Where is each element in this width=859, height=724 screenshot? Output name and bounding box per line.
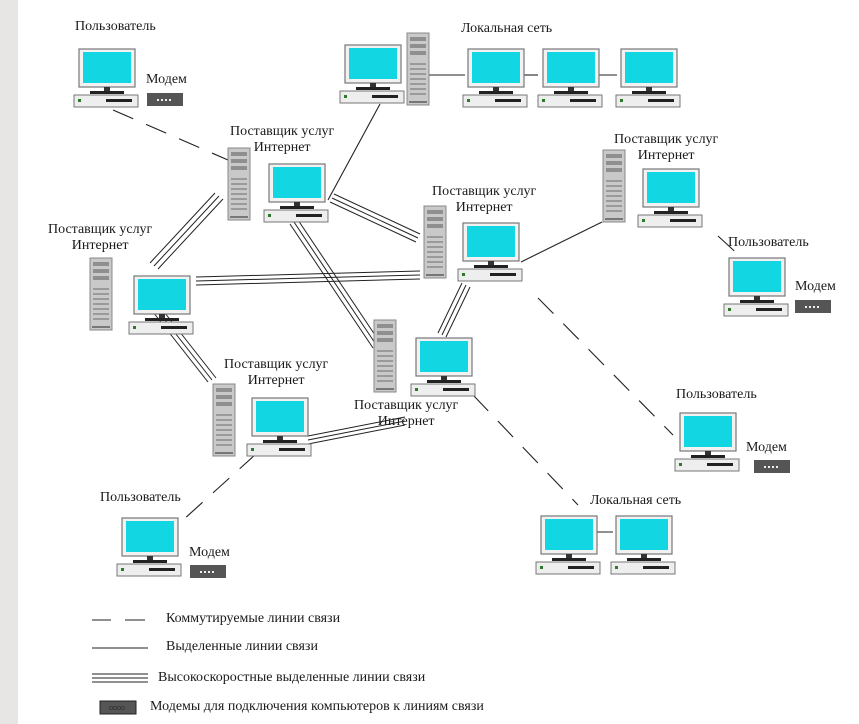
lan-computer: [462, 48, 528, 108]
server-tower: [423, 205, 447, 279]
user-computer: [73, 48, 139, 108]
network-nodes: [73, 32, 831, 578]
legend-highspeed-label: Высокоскоростные выделенные линии связи: [158, 670, 426, 685]
legend-highspeed-symbol: [92, 673, 148, 683]
isp-computer: [128, 275, 194, 335]
isp-label-line2: Интернет: [637, 148, 695, 163]
isp-computer: [246, 397, 312, 457]
server-tower: [212, 383, 236, 457]
isp-label-line2: Интернет: [377, 414, 435, 429]
user-label: Пользователь: [676, 387, 757, 402]
isp-label-line1: Поставщик услуг: [48, 222, 153, 237]
isp-label-line2: Интернет: [455, 200, 513, 215]
lan-computer: [610, 515, 676, 575]
user-computer: [674, 412, 740, 472]
lan-label: Локальная сеть: [461, 21, 553, 36]
isp-label-line1: Поставщик услуг: [432, 184, 537, 199]
isp-label: Поставщик услуг Интернет: [224, 357, 328, 389]
legend-dedicated-label: Выделенные линии связи: [166, 639, 318, 654]
legend-modem-symbol: [99, 700, 137, 715]
server-tower: [227, 147, 251, 221]
modem-label: Модем: [146, 72, 187, 87]
connection-lines: [112, 74, 754, 533]
highspeed-line: [329, 193, 421, 243]
modem-label: Модем: [746, 440, 787, 455]
isp-computer: [263, 163, 329, 223]
dial-line: [112, 109, 229, 161]
legend-modems-label: Модемы для подключения компьютеров к лин…: [150, 699, 484, 714]
diagram-canvas: [73, 32, 831, 715]
highspeed-line: [437, 282, 471, 338]
user-label: Пользователь: [728, 235, 809, 250]
isp-label-line2: Интернет: [247, 373, 305, 388]
modem-icon: [147, 93, 183, 106]
highspeed-line: [307, 416, 406, 445]
lan-computer: [537, 48, 603, 108]
isp-computer: [637, 168, 703, 228]
isp-computer: [410, 337, 476, 397]
isp-label-line1: Поставщик услуг: [354, 398, 459, 413]
legend-symbols: [92, 619, 148, 715]
network-diagram: Пользователь Модем Локальная сеть Постав…: [18, 0, 859, 724]
isp-label-line2: Интернет: [253, 140, 311, 155]
modem-label: Модем: [189, 545, 230, 560]
isp-label: Поставщик услуг Интернет: [230, 124, 334, 156]
isp-label-line1: Поставщик услуг: [224, 357, 329, 372]
dial-line: [537, 297, 674, 436]
lan-computer: [535, 515, 601, 575]
isp-label: Поставщик услуг Интернет: [354, 398, 458, 430]
modem-icon: [190, 565, 226, 578]
isp-label-line1: Поставщик услуг: [614, 132, 719, 147]
lan-computer: [339, 44, 405, 104]
modem-icon: [754, 460, 790, 473]
dial-line: [182, 453, 257, 521]
user-computer: [723, 257, 789, 317]
modem-icon: [795, 300, 831, 313]
highspeed-line: [289, 219, 382, 349]
dial-line: [472, 394, 579, 506]
isp-computer: [457, 222, 523, 282]
user-label: Пользователь: [100, 490, 181, 505]
legend-dial-label: Коммутируемые линии связи: [166, 611, 341, 626]
isp-label: Поставщик услуг Интернет: [432, 184, 536, 216]
server-tower: [406, 32, 430, 106]
isp-label-line2: Интернет: [71, 238, 129, 253]
lan-label: Локальная сеть: [590, 493, 682, 508]
dedicated-line: [327, 103, 381, 201]
highspeed-line: [195, 270, 421, 286]
user-label: Пользователь: [75, 19, 156, 34]
server-tower: [373, 319, 397, 393]
highspeed-line: [149, 192, 224, 270]
server-tower: [89, 257, 113, 331]
user-computer: [116, 517, 182, 577]
isp-label: Поставщик услуг Интернет: [48, 222, 152, 254]
modem-label: Модем: [795, 279, 836, 294]
lan-computer: [615, 48, 681, 108]
isp-label: Поставщик услуг Интернет: [614, 132, 718, 164]
dedicated-line: [520, 221, 603, 263]
isp-label-line1: Поставщик услуг: [230, 124, 335, 139]
